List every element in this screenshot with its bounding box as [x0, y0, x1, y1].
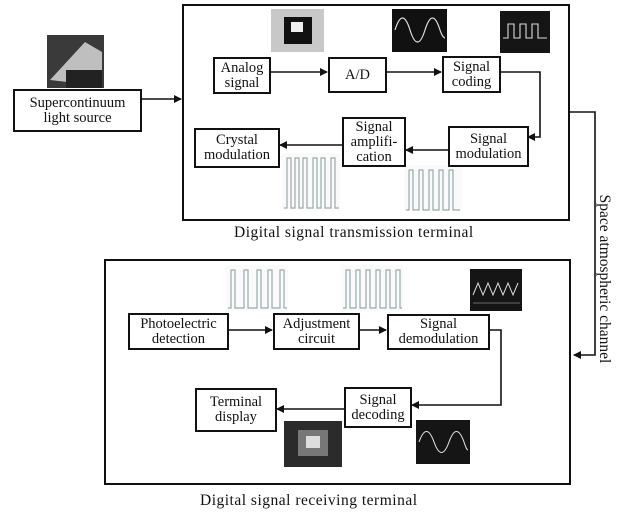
camera-photo-top: [271, 9, 324, 52]
arrow-coding-to-modulation: [501, 71, 541, 141]
pulse-train-image-1: [282, 153, 340, 209]
terminal-display-box: Terminal display: [195, 388, 277, 432]
arrow-channel: [570, 111, 596, 359]
arrow-demod-to-decoding: [411, 329, 502, 409]
signal-modulation-box: Signal modulation: [448, 126, 529, 167]
display-photo: [284, 421, 342, 467]
pulse-train-image-3: [226, 265, 288, 311]
signal-coding-box: Signal coding: [442, 56, 501, 93]
supercontinuum-light-source-box: Supercontinuum light source: [13, 89, 142, 132]
analog-signal-box: Analog signal: [213, 57, 271, 94]
adjustment-circuit-box: Adjustment circuit: [273, 313, 360, 350]
oscilloscope-square-top: [500, 11, 550, 53]
signal-amplification-box: Signal amplifi- cation: [342, 117, 406, 167]
oscilloscope-receiver-bottom: [416, 420, 470, 464]
signal-demodulation-box: Signal demodulation: [387, 314, 490, 350]
receiving-terminal-caption: Digital signal receiving terminal: [200, 492, 418, 509]
oscilloscope-receiver-top: [470, 269, 522, 311]
pulse-train-image-2: [404, 165, 462, 211]
signal-decoding-box: Signal decoding: [344, 387, 412, 428]
light-source-photo: [47, 35, 104, 88]
transmission-terminal-frame: [182, 4, 570, 221]
receiving-terminal-frame: [104, 259, 571, 485]
space-atmospheric-channel-label: Space atmospheric channel: [596, 194, 613, 364]
crystal-modulation-box: Crystal modulation: [194, 128, 280, 168]
oscilloscope-sine-top: [392, 9, 447, 52]
pulse-train-image-4: [341, 265, 403, 311]
photoelectric-detection-box: Photoelectric detection: [128, 313, 229, 350]
ad-converter-box: A/D: [328, 57, 387, 93]
transmission-terminal-caption: Digital signal transmission terminal: [234, 224, 474, 241]
